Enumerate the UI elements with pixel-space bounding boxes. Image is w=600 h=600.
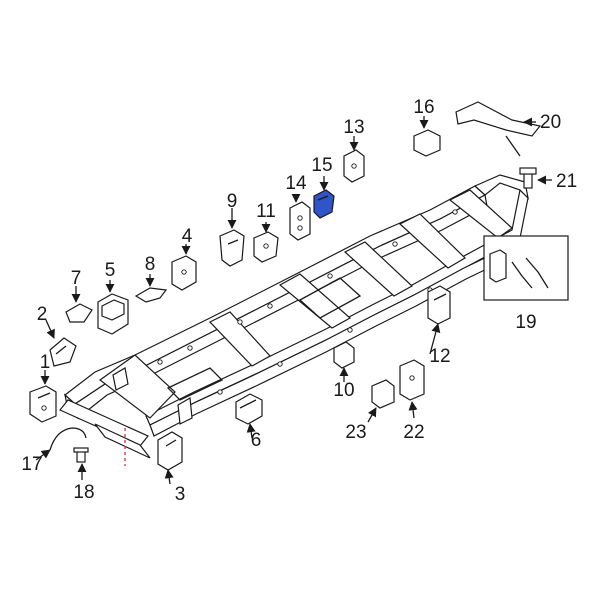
part-5-engine-mount: [97, 293, 129, 335]
callout-15: 15: [311, 155, 332, 176]
callout-22: 22: [403, 422, 424, 443]
part-23-mount: [371, 379, 395, 409]
callout-21: 21: [556, 171, 577, 192]
part-22-bracket: [399, 359, 425, 401]
part-14-bracket: [289, 201, 311, 241]
callout-12: 12: [429, 346, 450, 367]
part-19-kit-box: [483, 235, 569, 301]
part-2-mount: [49, 337, 77, 367]
part-15-bracket-highlighted: [313, 189, 335, 219]
callout-3: 3: [175, 484, 186, 505]
part-1-bracket: [29, 385, 57, 423]
callout-14: 14: [285, 173, 307, 194]
part-4-bracket: [171, 255, 197, 291]
callout-20: 20: [540, 112, 561, 133]
part-18-bolt: [73, 447, 89, 463]
callout-16: 16: [413, 97, 434, 118]
callout-13: 13: [343, 117, 364, 138]
part-10-bracket: [333, 341, 355, 369]
callout-7: 7: [71, 268, 82, 289]
part-6-mount: [235, 393, 263, 425]
callout-8: 8: [145, 254, 156, 275]
part-9-bracket: [219, 229, 245, 267]
leader-arrows: [35, 116, 552, 485]
callout-10: 10: [333, 380, 354, 401]
callout-2: 2: [37, 304, 48, 325]
callout-19: 19: [515, 312, 536, 333]
vehicle-frame: [59, 174, 529, 459]
part-7-bracket: [65, 303, 93, 323]
part-21-bolt: [519, 167, 537, 189]
part-8-bracket: [134, 287, 168, 303]
callout-6: 6: [251, 430, 262, 451]
callout-23: 23: [345, 422, 366, 443]
part-12-bracket: [427, 285, 451, 325]
callout-11: 11: [256, 201, 276, 222]
callout-9: 9: [227, 191, 238, 212]
callout-17: 17: [21, 454, 42, 475]
part-16-mount: [413, 129, 441, 157]
callout-18: 18: [73, 482, 94, 503]
part-13-bracket: [343, 149, 365, 183]
part-20-crossmember: [455, 101, 542, 157]
callout-labels: 1 2 3 4 5 6 7 8 9 11 14 15 13 16 20 21 1…: [21, 97, 577, 505]
callout-4: 4: [182, 226, 193, 247]
part-11-bracket: [253, 231, 279, 263]
callout-5: 5: [105, 260, 116, 281]
part-17-hook: [49, 427, 87, 451]
callout-1: 1: [40, 352, 51, 373]
part-3-bracket: [157, 431, 183, 471]
